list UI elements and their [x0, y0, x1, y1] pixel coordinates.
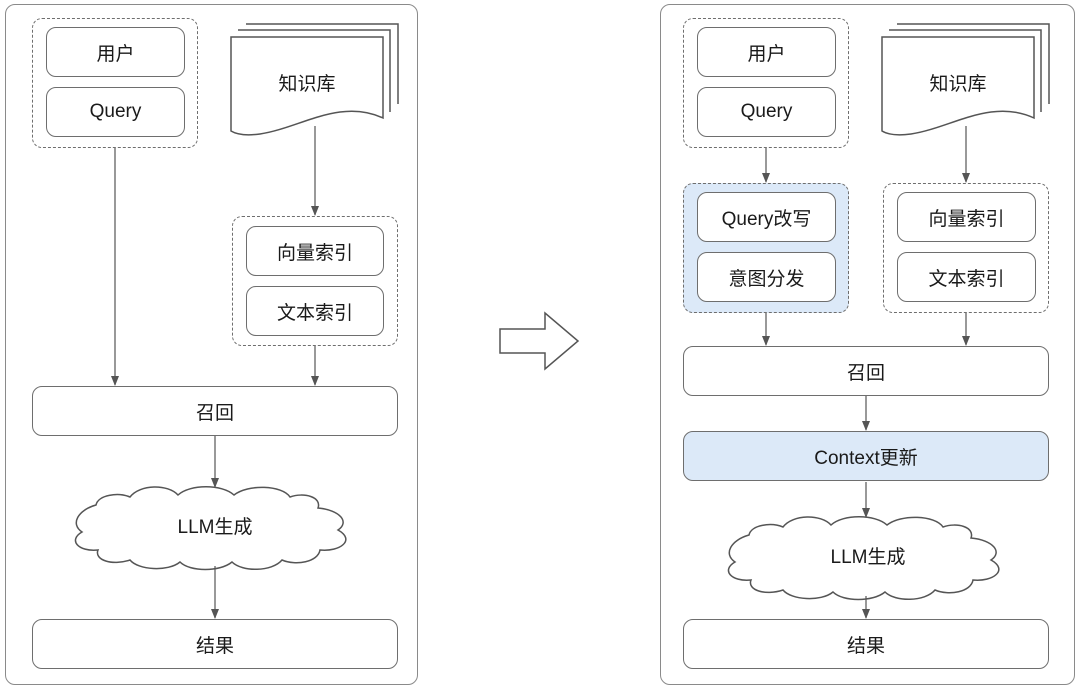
right-knowledge-base-icon — [881, 23, 1050, 136]
right-llm-cloud-icon — [727, 516, 1000, 601]
right-user-query-group — [683, 18, 849, 148]
left-llm-cloud-icon — [74, 486, 347, 571]
left-recall-box: 召回 — [32, 386, 398, 436]
left-query-box: Query — [46, 87, 185, 137]
left-user-query-group — [32, 18, 198, 148]
right-index-group — [883, 183, 1049, 313]
right-llm-label: LLM生成 — [830, 546, 906, 568]
right-user-box: 用户 — [697, 27, 836, 77]
right-query-box: Query — [697, 87, 836, 137]
left-result-box: 结果 — [32, 619, 398, 669]
left-vector-index-box: 向量索引 — [246, 226, 384, 276]
right-recall-box: 召回 — [683, 346, 1049, 396]
left-knowledge-base-icon — [230, 23, 399, 136]
right-context-update-box: Context更新 — [683, 431, 1049, 481]
transition-arrow-icon — [499, 311, 580, 371]
left-knowledge-base-label: 知识库 — [278, 73, 336, 95]
right-result-box: 结果 — [683, 619, 1049, 669]
left-llm-label: LLM生成 — [177, 516, 253, 538]
left-user-box: 用户 — [46, 27, 185, 77]
right-query-rewrite-box: Query改写 — [697, 192, 836, 242]
right-knowledge-base-label: 知识库 — [929, 73, 987, 95]
left-index-group — [232, 216, 398, 346]
right-text-index-box: 文本索引 — [897, 252, 1036, 302]
right-vector-index-box: 向量索引 — [897, 192, 1036, 242]
left-text-index-box: 文本索引 — [246, 286, 384, 336]
right-intent-dispatch-box: 意图分发 — [697, 252, 836, 302]
